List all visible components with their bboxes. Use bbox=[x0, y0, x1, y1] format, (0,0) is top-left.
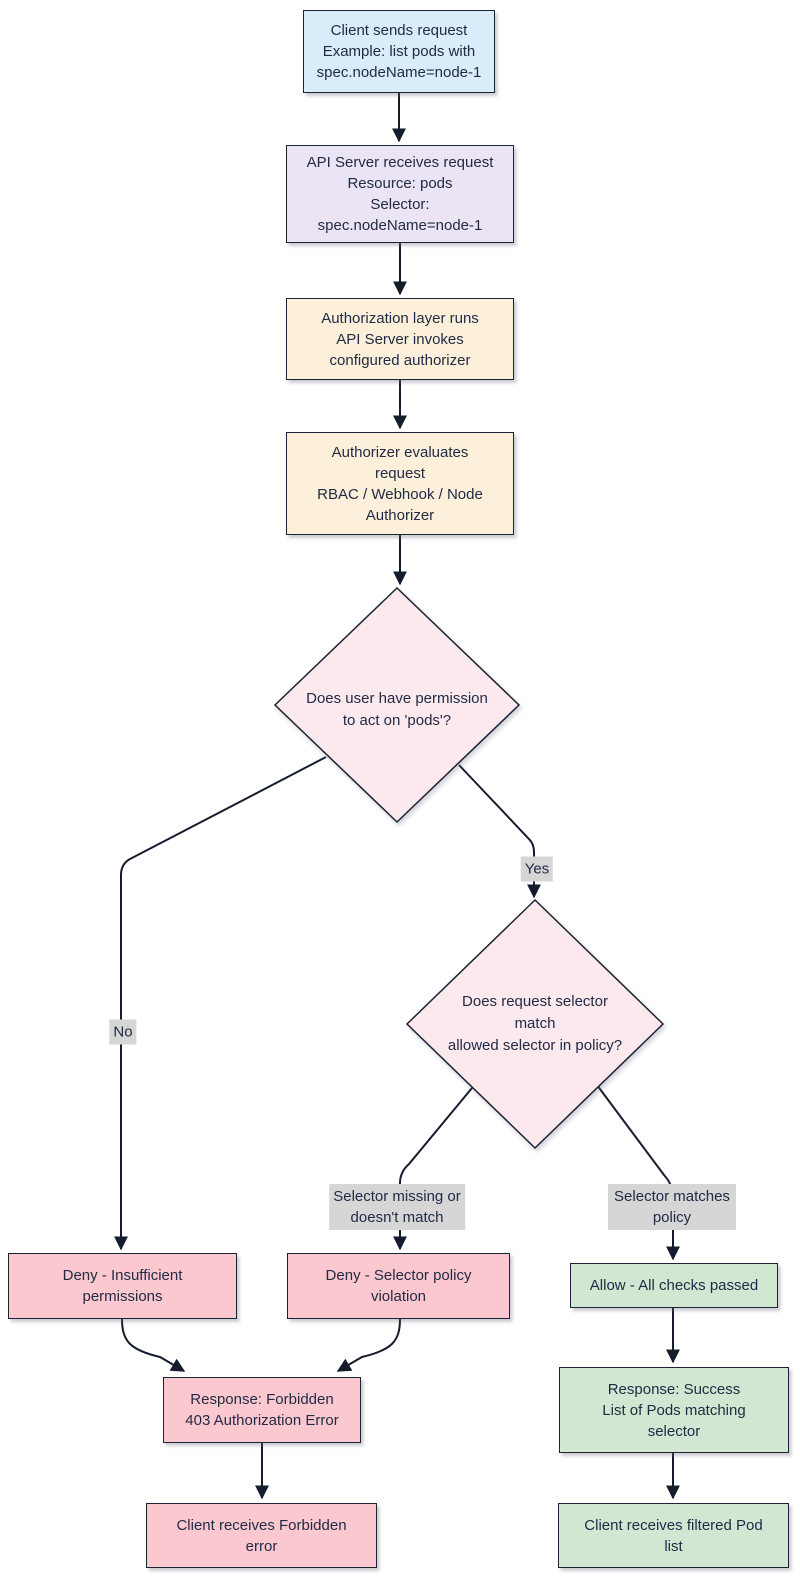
edge-label-selector-missing: Selector missing or doesn't match bbox=[329, 1184, 465, 1230]
node-api-server: API Server receives request Resource: po… bbox=[286, 145, 514, 243]
node-authorizer-evaluates: Authorizer evaluates request RBAC / Webh… bbox=[286, 432, 514, 535]
node-response-forbidden-label: Response: Forbidden 403 Authorization Er… bbox=[185, 1391, 339, 1429]
node-client-request: Client sends request Example: list pods … bbox=[303, 10, 495, 93]
node-client-filtered-label: Client receives filtered Pod list bbox=[584, 1516, 763, 1555]
edge-label-yes: Yes bbox=[520, 856, 554, 882]
node-authz-layer: Authorization layer runs API Server invo… bbox=[286, 298, 514, 380]
edge-selector-matches-to-allow bbox=[596, 1084, 680, 1261]
node-selector-decision-shape bbox=[405, 898, 665, 1150]
node-authz-layer-label: Authorization layer runs API Server invo… bbox=[321, 309, 479, 369]
edge-deny-selector-to-response-forbidden bbox=[336, 1318, 401, 1372]
node-selector-decision-label: Does request selector match allowed sele… bbox=[447, 993, 623, 1054]
node-api-server-label: API Server receives request Resource: po… bbox=[306, 154, 494, 234]
node-response-success: Response: Success List of Pods matching … bbox=[559, 1367, 789, 1453]
node-authorizer-evaluates-label: Authorizer evaluates request RBAC / Webh… bbox=[317, 443, 483, 524]
node-deny-selector: Deny - Selector policy violation bbox=[287, 1253, 510, 1319]
edge-selector-missing-to-deny-selector bbox=[393, 1087, 473, 1251]
node-response-success-label: Response: Success List of Pods matching … bbox=[602, 1380, 746, 1440]
node-permission-decision-label: Does user have permission to act on 'pod… bbox=[306, 690, 488, 729]
node-client-forbidden-label: Client receives Forbidden error bbox=[176, 1516, 347, 1555]
node-client-forbidden: Client receives Forbidden error bbox=[146, 1503, 377, 1568]
edge-label-no: No bbox=[109, 1019, 137, 1045]
node-deny-insufficient-label: Deny - Insufficient permissions bbox=[62, 1267, 183, 1305]
node-allow-label: Allow - All checks passed bbox=[589, 1277, 759, 1294]
node-allow: Allow - All checks passed bbox=[570, 1263, 778, 1308]
node-deny-insufficient: Deny - Insufficient permissions bbox=[8, 1253, 237, 1319]
node-deny-selector-label: Deny - Selector policy violation bbox=[325, 1267, 472, 1305]
node-client-request-label: Client sends request Example: list pods … bbox=[316, 22, 482, 81]
edge-no-to-deny-insufficient bbox=[114, 756, 327, 1251]
node-permission-decision-shape bbox=[273, 586, 521, 824]
edge-label-selector-matches: Selector matches policy bbox=[608, 1184, 736, 1230]
edge-yes-to-selector-decision bbox=[458, 764, 541, 899]
node-response-forbidden: Response: Forbidden 403 Authorization Er… bbox=[163, 1377, 361, 1443]
node-client-filtered: Client receives filtered Pod list bbox=[558, 1503, 789, 1568]
edge-deny-insufficient-to-response-forbidden bbox=[121, 1318, 186, 1372]
